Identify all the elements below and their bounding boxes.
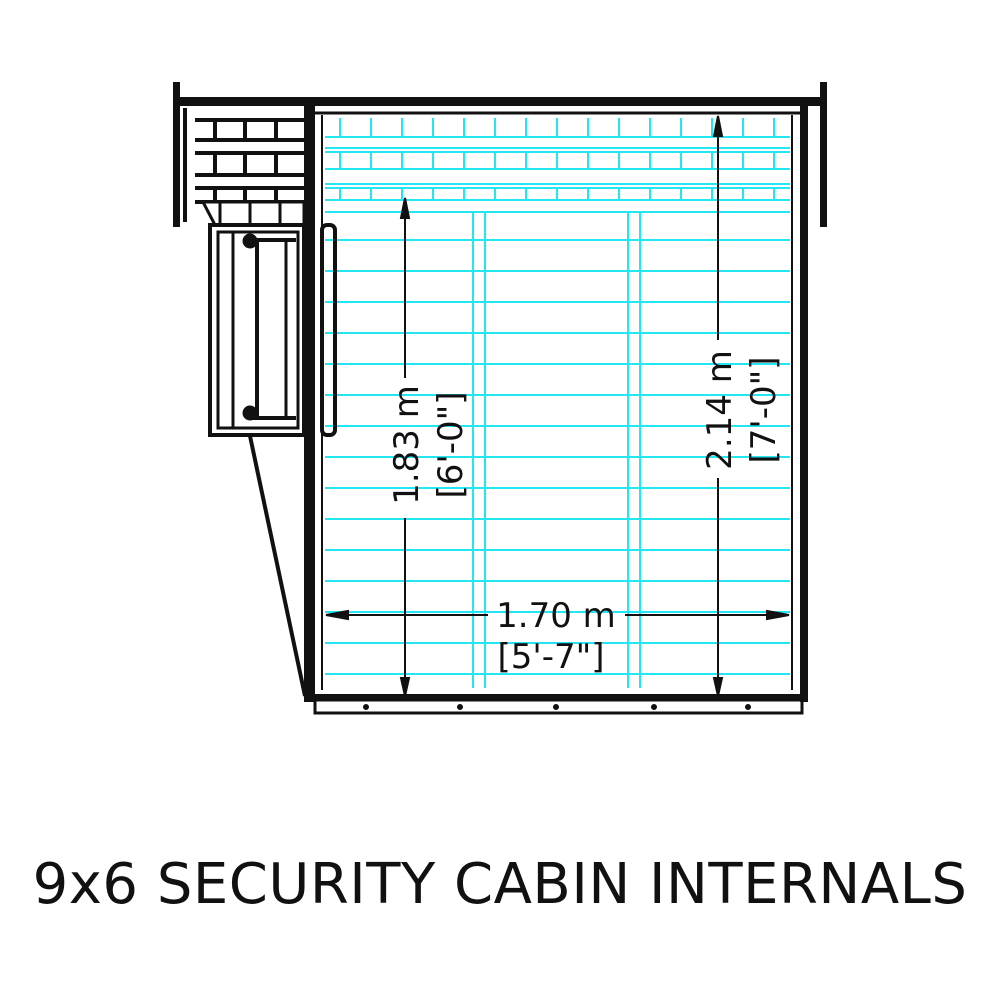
cladding-lines bbox=[325, 118, 790, 688]
right-height-label: 2.14 m [7'-0"] bbox=[700, 350, 784, 470]
arrowhead-icon bbox=[399, 677, 411, 697]
width-metric: 1.70 m bbox=[496, 596, 616, 636]
arrowhead-icon bbox=[325, 609, 349, 621]
floor-base bbox=[313, 698, 804, 715]
right-roof-post bbox=[820, 82, 827, 227]
arrowhead-icon bbox=[712, 677, 724, 697]
arrowhead-icon bbox=[399, 197, 411, 219]
cabin-structure bbox=[173, 82, 827, 715]
right-height-imperial: [7'-0"] bbox=[744, 356, 784, 463]
bolt-icon bbox=[651, 704, 657, 710]
bolt-icon bbox=[457, 704, 463, 710]
right-height-metric: 2.14 m bbox=[700, 350, 740, 470]
floor-bolts bbox=[363, 704, 751, 710]
side-cladding bbox=[183, 108, 304, 222]
door-swing-line bbox=[248, 435, 307, 697]
left-roof-post bbox=[173, 82, 180, 227]
width-imperial: [5'-7"] bbox=[497, 637, 604, 677]
left-height-label: 1.83 m [6'-0"] bbox=[387, 385, 471, 505]
diagram-title: 9x6 SECURITY CABIN INTERNALS bbox=[32, 852, 968, 917]
door-handle-rail bbox=[320, 223, 337, 437]
floor-beam bbox=[305, 694, 808, 700]
left-wall bbox=[304, 104, 315, 702]
roof-beam bbox=[176, 97, 824, 106]
dimension-lines bbox=[325, 115, 790, 697]
bolt-icon bbox=[745, 704, 751, 710]
left-height-imperial: [6'-0"] bbox=[431, 391, 471, 498]
arrowhead-icon bbox=[712, 115, 724, 137]
bolt-icon bbox=[363, 704, 369, 710]
right-wall bbox=[800, 104, 808, 702]
bolt-icon bbox=[553, 704, 559, 710]
left-height-metric: 1.83 m bbox=[387, 385, 427, 505]
window-frame bbox=[200, 200, 306, 437]
arrowhead-icon bbox=[766, 609, 790, 621]
